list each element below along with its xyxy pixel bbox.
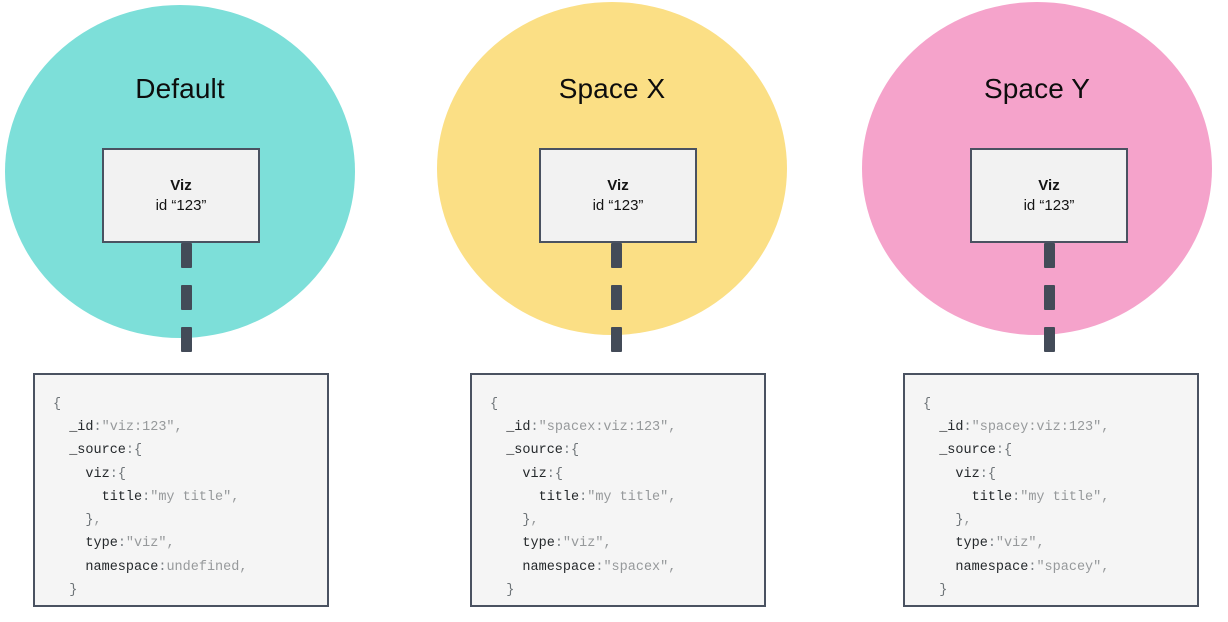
- viz-node-spacex: Viz id “123”: [539, 148, 697, 243]
- json-line: },: [522, 513, 539, 529]
- json-line: namespace:"spacey",: [955, 559, 1110, 575]
- json-line: type:"viz",: [85, 536, 175, 552]
- document-json-default: { _id:"viz:123", _source:{ viz:{ title:"…: [33, 373, 329, 607]
- space-title-default: Default: [135, 73, 225, 104]
- connector-dash: [611, 327, 622, 352]
- connector-dash: [611, 243, 622, 268]
- space-title-spacey: Space Y: [983, 73, 1091, 104]
- json-close-brace: }: [923, 602, 1197, 605]
- json-line: },: [955, 513, 972, 529]
- json-line: _source:{: [939, 443, 1013, 459]
- json-line: _source:{: [506, 443, 580, 459]
- viz-node-spacey: Viz id “123”: [970, 148, 1128, 243]
- json-line: type:"viz",: [522, 536, 612, 552]
- json-line: }: [69, 582, 78, 598]
- json-line: type:"viz",: [955, 536, 1045, 552]
- viz-node-name: Viz: [607, 177, 629, 195]
- json-line: },: [85, 513, 102, 529]
- connector-dash: [1044, 243, 1055, 268]
- document-json-spacey: { _id:"spacey:viz:123", _source:{ viz:{ …: [903, 373, 1199, 607]
- connector-dash: [181, 285, 192, 310]
- json-line: viz:{: [85, 466, 126, 482]
- json-close-brace: }: [490, 602, 764, 605]
- viz-node-id: id “123”: [155, 196, 207, 214]
- connector-default: [181, 243, 192, 373]
- json-line: _source:{: [69, 443, 143, 459]
- viz-node-id: id “123”: [1023, 196, 1075, 214]
- json-line: title:"my title",: [538, 489, 677, 505]
- connector-dash: [1044, 327, 1055, 352]
- json-line: }: [939, 582, 948, 598]
- viz-node-default: Viz id “123”: [102, 148, 260, 243]
- json-line: title:"my title",: [971, 489, 1110, 505]
- connector-dash: [181, 327, 192, 352]
- json-line: title:"my title",: [101, 489, 240, 505]
- viz-node-id: id “123”: [592, 196, 644, 214]
- json-line: _id:"spacex:viz:123",: [506, 420, 677, 436]
- viz-node-name: Viz: [170, 177, 192, 195]
- json-line: viz:{: [955, 466, 996, 482]
- json-open-brace: {: [923, 397, 932, 412]
- space-title-spacex: Space X: [558, 73, 666, 104]
- connector-spacex: [611, 243, 622, 373]
- json-open-brace: {: [490, 397, 499, 412]
- document-json-spacex: { _id:"spacex:viz:123", _source:{ viz:{ …: [470, 373, 766, 607]
- connector-spacey: [1044, 243, 1055, 373]
- json-open-brace: {: [53, 397, 62, 412]
- json-close-brace: }: [53, 602, 327, 605]
- json-line: namespace:undefined,: [85, 559, 248, 575]
- json-line: _id:"spacey:viz:123",: [939, 420, 1110, 436]
- json-line: _id:"viz:123",: [69, 420, 183, 436]
- connector-dash: [611, 285, 622, 310]
- viz-node-name: Viz: [1038, 177, 1060, 195]
- connector-dash: [181, 243, 192, 268]
- json-line: namespace:"spacex",: [522, 559, 677, 575]
- json-line: }: [506, 582, 515, 598]
- json-line: viz:{: [522, 466, 563, 482]
- connector-dash: [1044, 285, 1055, 310]
